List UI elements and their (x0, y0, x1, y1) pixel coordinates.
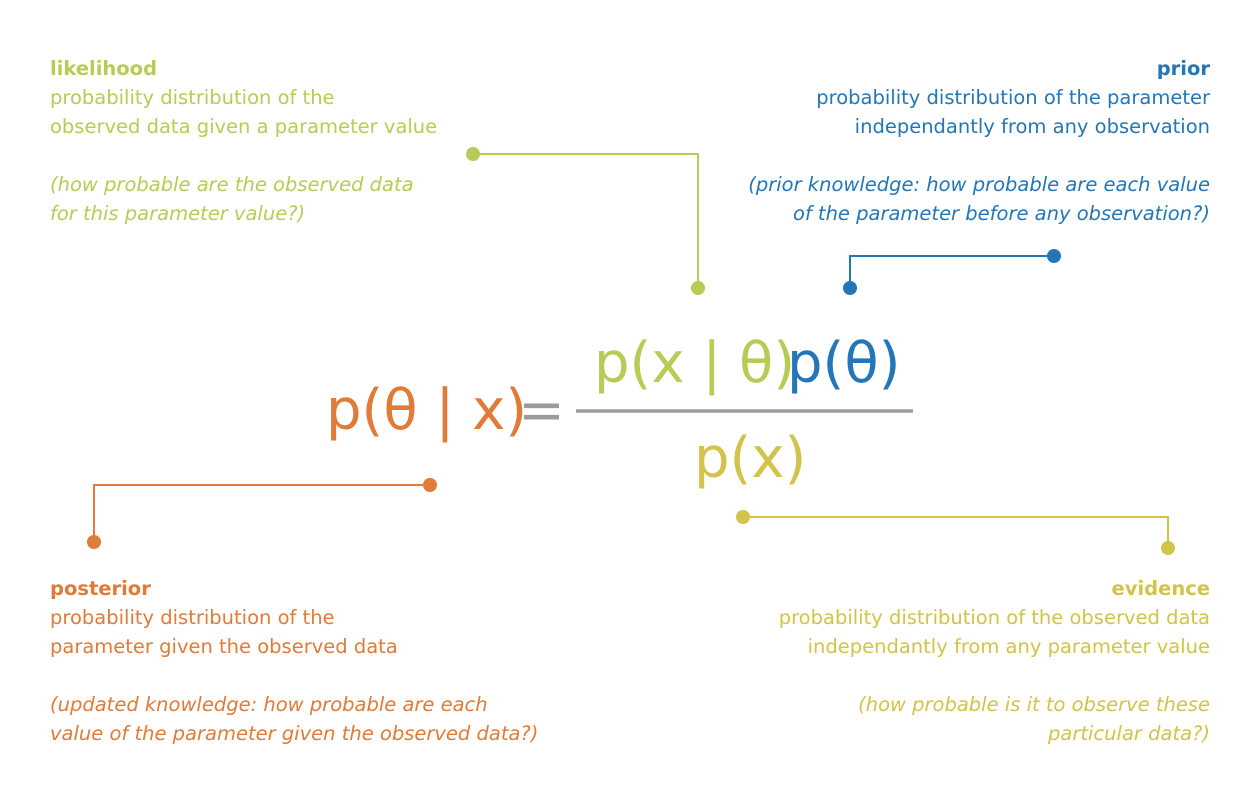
posterior-title: posterior (50, 577, 151, 600)
posterior-connector (87, 478, 437, 549)
posterior-connector-line (93, 484, 430, 542)
likelihood-title: likelihood (50, 57, 158, 80)
prior-connector-line (849, 255, 1054, 288)
likelihood-annotation: likelihood probability distribution of t… (50, 54, 437, 228)
equals-sign: = (518, 378, 565, 443)
prior-connector-dot (843, 281, 857, 295)
evidence-annotation: evidence probability distribution of the… (779, 574, 1210, 748)
prior-description: probability distribution of the paramete… (816, 86, 1210, 138)
likelihood-connector-dot (691, 281, 705, 295)
evidence-connector-dot (736, 510, 750, 524)
likelihood-description: probability distribution of the observed… (50, 86, 438, 138)
evidence-connector-dot (1161, 541, 1175, 555)
evidence-note: (how probable is it to observe these par… (858, 693, 1210, 745)
likelihood-connector-line (473, 153, 699, 288)
prior-title: prior (1156, 57, 1210, 80)
posterior-description: probability distribution of the paramete… (50, 606, 398, 658)
prior-term: p(θ) (787, 331, 901, 396)
posterior-annotation: posterior probability distribution of th… (50, 574, 538, 748)
posterior-connector-dot (87, 535, 101, 549)
likelihood-connector-dot (466, 147, 480, 161)
posterior-connector-dot (423, 478, 437, 492)
prior-connector-dot (1047, 249, 1061, 263)
likelihood-connector (466, 147, 705, 295)
prior-annotation: prior probability distribution of the pa… (748, 54, 1210, 228)
prior-connector (843, 249, 1061, 295)
evidence-description: probability distribution of the observed… (778, 606, 1210, 658)
posterior-term: p(θ | x) (326, 378, 528, 443)
evidence-title: evidence (1111, 577, 1210, 600)
posterior-note: (updated knowledge: how probable are eac… (50, 693, 539, 745)
prior-note: (prior knowledge: how probable are each … (748, 173, 1210, 225)
likelihood-note: (how probable are the observed data for … (50, 173, 414, 225)
evidence-term: p(x) (694, 426, 807, 491)
evidence-connector-line (743, 516, 1169, 548)
likelihood-term: p(x | θ) (594, 331, 796, 396)
evidence-connector (736, 510, 1175, 555)
